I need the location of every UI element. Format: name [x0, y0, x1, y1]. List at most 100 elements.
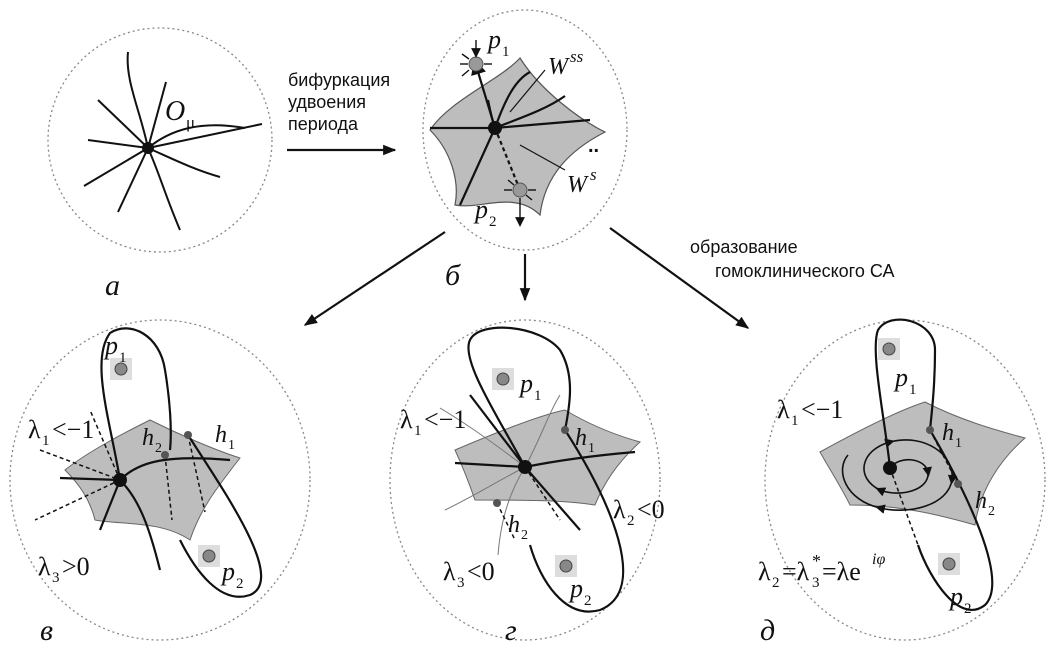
label-p2-v: p: [220, 557, 235, 586]
label-l3-v-rest: >0: [62, 552, 90, 581]
label-h1-g-sub: 1: [588, 441, 595, 456]
label-p1-g: p: [518, 369, 533, 398]
label-l3-g: λ: [443, 557, 456, 586]
label-p1-sub: 1: [502, 44, 510, 60]
manifold-sheet-g: [454, 409, 642, 506]
label-h1-g: h: [575, 425, 587, 451]
panel-v: p 1 p 2 h 2 h 1 λ 1 <−1 λ 3 >0: [9, 319, 311, 641]
panel-b: .. p 1 p 2 W ss W s: [422, 9, 628, 251]
label-l1-d: λ: [777, 395, 790, 424]
label-o-sub: μ: [186, 113, 195, 132]
panel-a-boundary: [47, 27, 273, 253]
label-eq-tail: =λe: [822, 557, 861, 586]
panel-g-boundary: [389, 319, 661, 641]
point-h2-g: [493, 499, 501, 507]
label-p1-v-sub: 1: [119, 350, 127, 366]
point-h2-d: [954, 480, 962, 488]
label-wss-sup: ss: [570, 47, 584, 66]
arrow-top-line-2: удвоения: [288, 92, 366, 112]
label-l1-g-sub: 1: [414, 423, 422, 439]
arrow-a-to-b: бифуркация удвоения периода: [287, 70, 397, 156]
label-p2-d-sub: 2: [964, 601, 972, 617]
label-h2-v: h: [142, 425, 154, 451]
label-p2-sub: 2: [489, 214, 497, 230]
label-ws: W: [567, 172, 589, 198]
label-o: O: [165, 96, 185, 127]
fixed-point-o: [142, 142, 154, 154]
caption-g: г: [505, 614, 517, 647]
label-l3-v-sub: 3: [52, 570, 60, 586]
fixed-point-v: [113, 473, 127, 487]
label-l1-g-rest: <−1: [424, 405, 466, 434]
point-p2: [512, 182, 528, 198]
point-p2-d: [942, 557, 956, 571]
arrow-top-line-1: бифуркация: [288, 70, 390, 90]
arrows-from-b: [303, 227, 750, 329]
panel-v-dashed: [34, 409, 206, 521]
panel-d: p 1 p 2 h 1 h 2 λ 1 <−1 λ 2 =λ 3 * =λe i…: [758, 318, 1046, 641]
point-p1-d: [882, 342, 896, 356]
point-h1-d: [926, 426, 934, 434]
label-h2-d-sub: 2: [988, 504, 995, 519]
label-eq-mid: =λ: [782, 557, 810, 586]
panel-v-boundary: [9, 319, 311, 641]
label-h2-v-sub: 2: [155, 441, 162, 456]
point-h1-g: [561, 426, 569, 434]
label-p2-g: p: [568, 574, 583, 603]
panel-g-dashed: [496, 466, 561, 541]
label-l2-d-sub: 2: [772, 575, 780, 591]
point-p1-g: [496, 372, 510, 386]
label-h2-g: h: [508, 512, 520, 538]
panel-b-boundary: [422, 9, 628, 251]
point-p2-g: [559, 559, 573, 573]
dots-mark: ..: [588, 135, 599, 157]
label-p1-v: p: [103, 331, 118, 360]
label-l3-d-sup: *: [812, 551, 821, 571]
arrow-right-line-2: гомоклинического СА: [715, 261, 894, 281]
panel-d-dashed: [889, 429, 959, 546]
wss-pointer: [509, 69, 546, 113]
label-p1-d: p: [893, 363, 908, 392]
fixed-point-g: [518, 460, 532, 474]
fixed-point-b: [488, 121, 502, 135]
arrow-right-line-1: образование: [690, 237, 798, 257]
captions: а б в г д: [40, 259, 775, 647]
label-l2-g-sub: 2: [627, 513, 635, 529]
label-ws-sup: s: [590, 165, 597, 184]
panel-g: p 1 p 2 h 1 h 2 λ 1 <−1 λ 2 <0 λ 3 <0: [389, 319, 665, 641]
label-h2-g-sub: 2: [521, 528, 528, 543]
p1-arrows: [460, 40, 492, 77]
caption-a: а: [105, 269, 120, 302]
label-p2-v-sub: 2: [236, 576, 244, 592]
label-l1-v: λ: [28, 415, 41, 444]
label-l2-g: λ: [613, 495, 626, 524]
label-l1-g: λ: [400, 405, 413, 434]
label-h2-d: h: [975, 488, 987, 514]
label-l1-d-rest: <−1: [801, 395, 843, 424]
spiral: [841, 438, 958, 514]
label-wss: W: [548, 54, 570, 80]
label-l1-d-sub: 1: [791, 413, 799, 429]
panel-g-thin-lines: [439, 394, 561, 556]
panel-b-trajectories: [430, 59, 591, 206]
panel-a-trajectories: [83, 51, 263, 231]
point-h2-v: [161, 451, 169, 459]
label-p2: p: [473, 195, 488, 224]
label-h1-v: h: [215, 422, 227, 448]
label-p2-g-sub: 2: [584, 593, 592, 609]
label-l3-g-sub: 3: [457, 575, 465, 591]
p2-arrows: [504, 179, 536, 227]
panel-v-trajectories: [59, 327, 263, 598]
label-h1-d: h: [942, 420, 954, 446]
point-p1: [468, 56, 484, 72]
caption-d: д: [760, 614, 775, 647]
label-p2-d: p: [948, 582, 963, 611]
label-h1-d-sub: 1: [955, 436, 962, 451]
panel-d-boundary: [764, 319, 1046, 641]
label-p1-g-sub: 1: [534, 388, 542, 404]
label-l2-g-rest: <0: [637, 495, 665, 524]
label-l3-v: λ: [38, 552, 51, 581]
label-exp: iφ: [872, 551, 885, 568]
